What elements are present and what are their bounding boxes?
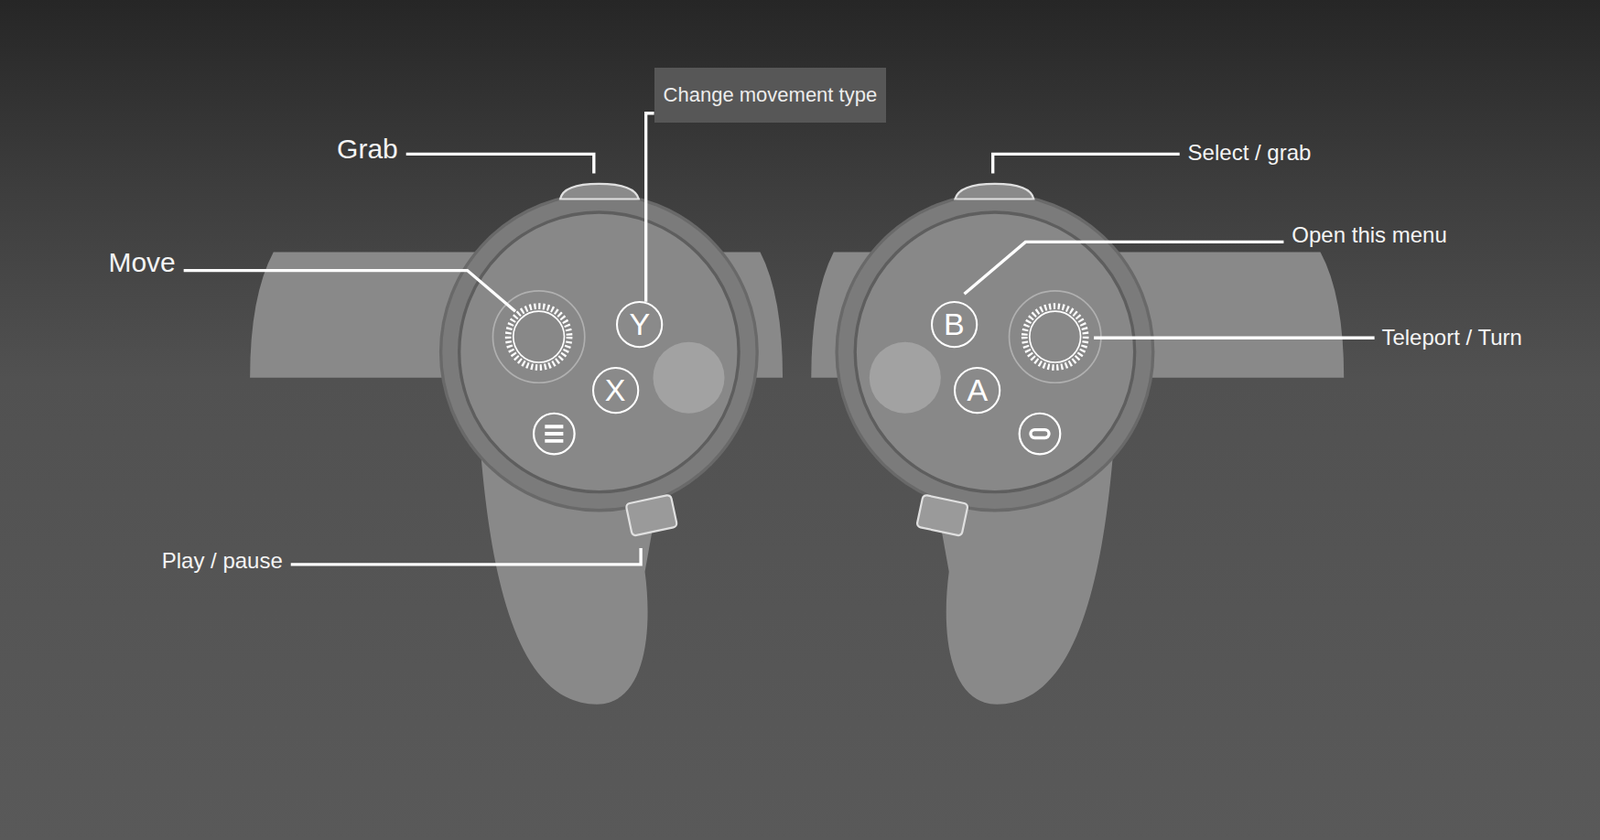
grey-pad [869, 342, 941, 414]
button-letter: X [605, 373, 627, 408]
leader-line [963, 241, 1284, 294]
button-circle: Y [616, 301, 663, 348]
button-letter: A [967, 373, 989, 408]
leader-line [406, 153, 595, 173]
minus-button [1019, 413, 1061, 455]
thumbstick [1024, 306, 1086, 368]
button-circle: X [592, 367, 639, 414]
leader-line [646, 113, 655, 303]
button-outline-circle [593, 367, 638, 413]
minus-icon [1030, 430, 1049, 439]
callout-text: Change movement type [663, 84, 878, 107]
button-circle: A [953, 367, 1001, 414]
callout-label: Select / grab [1188, 140, 1312, 166]
button-outline-circle [954, 367, 1000, 413]
callout-box: Change movement type [654, 67, 887, 123]
callout-label: Open this menu [1291, 222, 1447, 249]
thumbstick-inner [1029, 311, 1082, 363]
controller-face [854, 212, 1135, 493]
leader-lines [183, 153, 1375, 564]
thumbstick-inner [513, 311, 565, 363]
minus-button-circle [1019, 413, 1061, 455]
top-trigger [560, 183, 639, 200]
thumbstick [508, 306, 570, 368]
callout-label: Teleport / Turn [1381, 324, 1522, 351]
button-circle: B [930, 301, 978, 348]
right-controller [810, 183, 1344, 705]
bottom-trigger [626, 495, 678, 537]
leader-line [1093, 336, 1375, 340]
leader-line [291, 548, 641, 565]
menu-button [533, 413, 575, 455]
bottom-trigger [916, 495, 968, 537]
leader-line [183, 270, 516, 313]
leader-line [993, 153, 1180, 173]
callout-label: Move [108, 247, 175, 280]
controller-face [459, 212, 739, 493]
button-outline-circle [616, 302, 662, 347]
left-controller [249, 183, 783, 705]
callout-label: Grab [336, 133, 399, 166]
menu-button-circle [533, 413, 575, 455]
button-letter: Y [629, 307, 651, 342]
button-letter: B [943, 307, 965, 342]
controller-ring [441, 194, 758, 511]
button-outline-circle [931, 302, 977, 347]
thumbstick-ring [1009, 291, 1102, 383]
grey-pad [652, 342, 725, 414]
top-trigger [954, 183, 1034, 200]
menu-icon [544, 426, 563, 442]
callout-label: Play / pause [162, 548, 283, 574]
